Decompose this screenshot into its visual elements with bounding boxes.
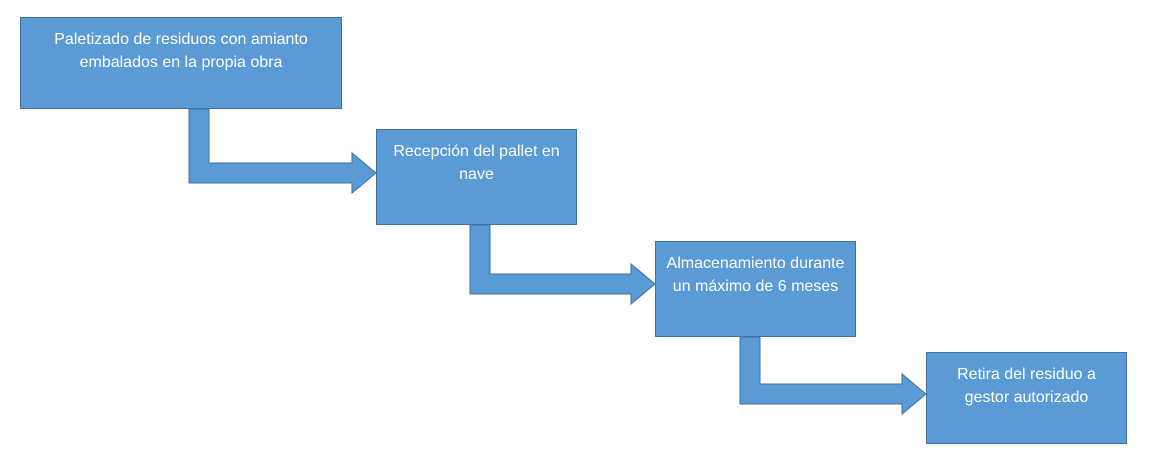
elbow-arrow-3-to-4	[739, 336, 927, 416]
flow-step-2-label: Recepción del pallet en nave	[393, 143, 560, 183]
flow-step-3-label: Almacenamiento durante un máximo de 6 me…	[666, 255, 845, 295]
flow-step-2: Recepción del pallet en nave	[376, 129, 577, 225]
flow-step-4-label: Retira del residuo a gestor autorizado	[957, 366, 1096, 406]
flow-step-1: Paletizado de residuos con amianto embal…	[20, 17, 342, 109]
flow-step-4: Retira del residuo a gestor autorizado	[926, 352, 1127, 444]
flow-step-3: Almacenamiento durante un máximo de 6 me…	[655, 241, 856, 337]
elbow-arrow-1-to-2	[188, 108, 377, 195]
elbow-arrow-2-to-3	[469, 224, 656, 306]
flow-step-1-label: Paletizado de residuos con amianto embal…	[54, 31, 308, 71]
